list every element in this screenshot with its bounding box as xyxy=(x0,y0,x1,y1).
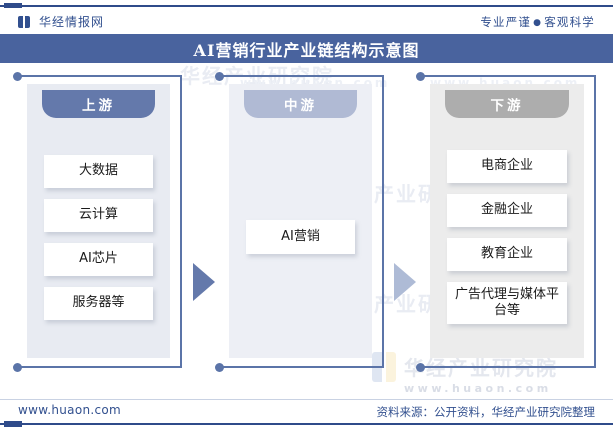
diagram-stage: 上游 大数据 云计算 AI芯片 服务器等 中游 AI营销 xyxy=(0,63,613,388)
bottom-divider-rule xyxy=(0,423,613,425)
tagline-left: 专业严谨 xyxy=(480,15,532,29)
list-item[interactable]: 大数据 xyxy=(44,154,153,188)
footer-source: 资料来源：公开资料，华经产业研究院整理 xyxy=(376,405,596,419)
bracket-bottom-line xyxy=(420,366,596,368)
list-item[interactable]: 广告代理与媒体平台等 xyxy=(447,281,567,325)
footer-url[interactable]: www.huaon.com xyxy=(18,403,122,417)
page-title: AI营销行业产业链结构示意图 xyxy=(193,40,420,60)
list-item[interactable]: AI营销 xyxy=(246,220,355,254)
bracket-top-line xyxy=(17,75,182,77)
arrow-midstream-to-downstream-icon xyxy=(394,263,416,301)
list-item[interactable]: 云计算 xyxy=(44,198,153,232)
book-logo-icon xyxy=(18,15,32,29)
bracket-dot-bottom xyxy=(13,362,22,372)
column-header-upstream: 上游 xyxy=(42,90,155,118)
panel-downstream: 下游 电商企业 金融企业 教育企业 广告代理与媒体平台等 xyxy=(430,84,584,358)
bracket-top-line xyxy=(219,75,384,77)
top-divider-cap xyxy=(4,3,22,9)
brand: 华经情报网 xyxy=(18,13,104,30)
bracket-dot-top xyxy=(215,71,224,81)
list-item[interactable]: 服务器等 xyxy=(44,286,153,320)
footer-top-rule xyxy=(0,399,613,400)
list-item[interactable]: 教育企业 xyxy=(447,237,567,271)
bracket-bottom-line xyxy=(219,366,384,368)
column-midstream: 中游 AI营销 xyxy=(215,71,384,372)
column-header-midstream: 中游 xyxy=(244,90,357,118)
bracket-dot-top xyxy=(416,71,425,81)
card-list-upstream: 大数据 云计算 AI芯片 服务器等 xyxy=(27,118,170,358)
panel-midstream: 中游 AI营销 xyxy=(229,84,372,358)
list-item[interactable]: 金融企业 xyxy=(447,193,567,227)
bracket-dot-bottom xyxy=(215,362,224,372)
page-header: 华经情报网 专业严谨●客观科学 xyxy=(0,8,613,34)
bracket-bottom-line xyxy=(17,366,182,368)
bracket-dot-bottom xyxy=(416,362,425,372)
panel-upstream: 上游 大数据 云计算 AI芯片 服务器等 xyxy=(27,84,170,358)
brand-name: 华经情报网 xyxy=(39,15,105,29)
tagline-right: 客观科学 xyxy=(544,15,595,29)
list-item[interactable]: 电商企业 xyxy=(447,149,567,183)
arrow-upstream-to-midstream-icon xyxy=(193,263,215,301)
column-upstream: 上游 大数据 云计算 AI芯片 服务器等 xyxy=(13,71,182,372)
card-list-midstream: AI营销 xyxy=(229,118,372,358)
bottom-divider-cap xyxy=(4,421,22,427)
bracket-top-line xyxy=(420,75,596,77)
card-list-downstream: 电商企业 金融企业 教育企业 广告代理与媒体平台等 xyxy=(430,118,584,358)
bracket-dot-top xyxy=(13,71,22,81)
tagline-separator-icon: ● xyxy=(533,17,543,28)
column-header-downstream: 下游 xyxy=(445,90,569,118)
title-band: AI营销行业产业链结构示意图 xyxy=(0,34,613,63)
page-footer: www.huaon.com 资料来源：公开资料，华经产业研究院整理 xyxy=(0,400,613,422)
top-divider-rule xyxy=(0,5,613,7)
header-tagline: 专业严谨●客观科学 xyxy=(480,14,595,30)
column-downstream: 下游 电商企业 金融企业 教育企业 广告代理与媒体平台等 xyxy=(416,71,596,372)
list-item[interactable]: AI芯片 xyxy=(44,242,153,276)
